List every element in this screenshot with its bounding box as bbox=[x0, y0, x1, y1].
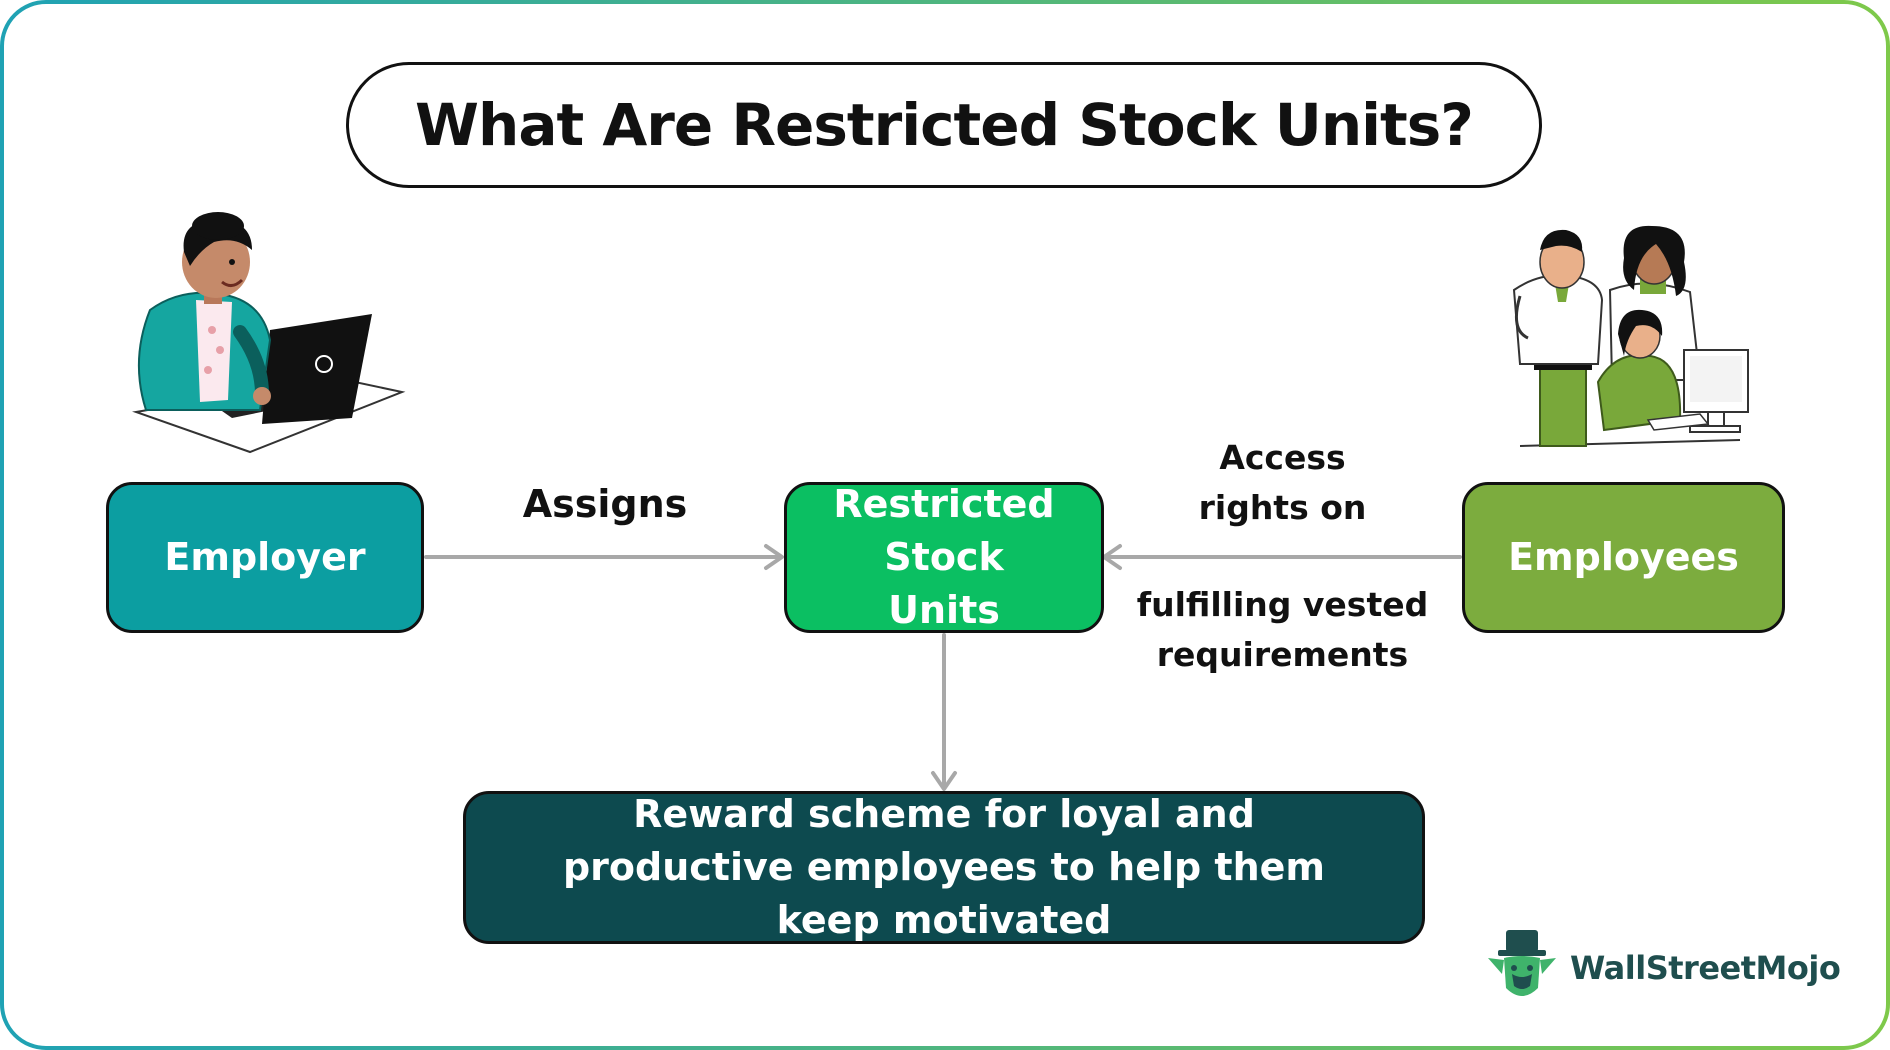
employees-label: Employees bbox=[1508, 534, 1739, 579]
page-title: What Are Restricted Stock Units? bbox=[415, 91, 1474, 159]
employer-label: Employer bbox=[164, 534, 366, 579]
employer-node: Employer bbox=[106, 482, 424, 633]
edge-label-access-text: Access rights on bbox=[1198, 438, 1367, 527]
brand-name: WallStreetMojo bbox=[1570, 949, 1841, 987]
arrow-rsu-to-reward-head bbox=[931, 771, 957, 791]
edge-label-fulfilling-text: fulfilling vested requirements bbox=[1136, 585, 1429, 674]
rsu-node: Restricted Stock Units bbox=[784, 482, 1104, 633]
edge-label-access: Access rights on bbox=[1140, 433, 1425, 532]
employees-node: Employees bbox=[1462, 482, 1785, 633]
edge-label-fulfilling: fulfilling vested requirements bbox=[1130, 580, 1435, 679]
arrow-employer-to-rsu-head bbox=[764, 544, 784, 570]
rsu-label: Restricted Stock Units bbox=[833, 481, 1055, 633]
arrow-employees-to-rsu-head bbox=[1102, 544, 1122, 570]
reward-label: Reward scheme for loyal and productive e… bbox=[562, 791, 1326, 943]
brand-logo: WallStreetMojo bbox=[1482, 930, 1841, 1006]
reward-node: Reward scheme for loyal and productive e… bbox=[463, 791, 1425, 944]
mojo-mascot-icon bbox=[1488, 930, 1556, 996]
edge-label-assigns: Assigns bbox=[522, 482, 688, 526]
title-pill: What Are Restricted Stock Units? bbox=[346, 62, 1542, 188]
